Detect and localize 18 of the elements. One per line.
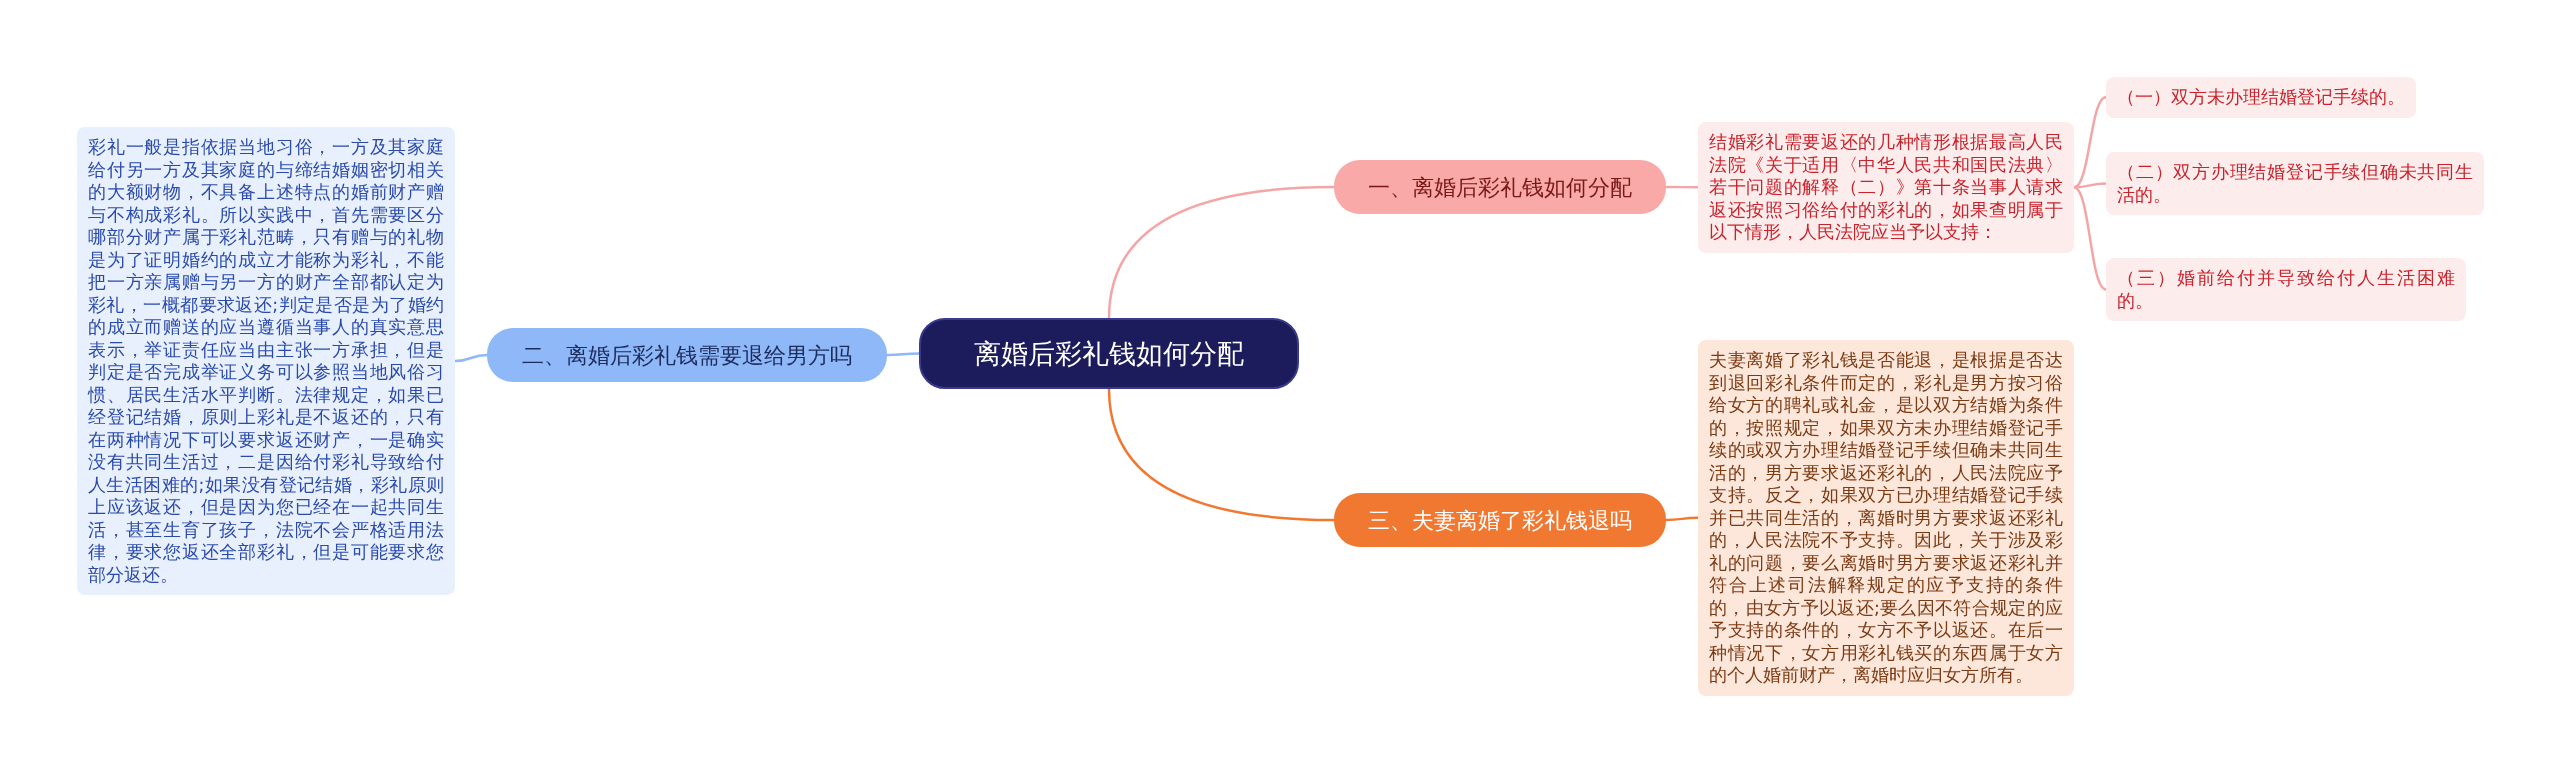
- branch-topic: 一、离婚后彩礼钱如何分配: [1334, 160, 1666, 214]
- connector-line: [1107, 388, 1335, 522]
- note-text: 彩礼一般是指依据当地习俗，一方及其家庭给付另一方及其家庭的与缔结婚姻密切相关的大额财物，不具备上述特点的婚前财产赠与不构成彩礼。所以实践中，首先需要区分哪部分财产属于彩礼范畴，只有赠与的礼物是为了证明婚约的成立才能称为彩礼，不能把一方亲属赠与另一方的财产全部都认定为彩礼，一概都要求返还;判定是否是为了婚约的成立而赠送的应当遵循当事人的真实意思表示，举证责任应当由主张一方承担，但是判定是否完成举证义务可以参照当地风俗习惯、居民生活水平判断。法律规定，如果已经登记结婚，原则上彩礼是不返还的，只有在两种情况下可以要求返还财产，一是确实没有共同生活过，二是因给付彩礼导致给付人生活困难的;如果没有登记结婚，彩礼原则上应该返还，但是因为您已经在一起共同生活，甚至生育了孩子，法院不会严格适用法律，要求您返还全部彩礼，但是可能要求您部分返还。: [77, 127, 455, 595]
- branch-topic: 二、离婚后彩礼钱需要退给男方吗: [487, 328, 887, 382]
- note-text: 结婚彩礼需要返还的几种情形根据最高人民法院《关于适用〈中华人民共和国民法典〉若干问题的解释（二）》第十条当事人请求返还按照习俗给付的彩礼的，如果查明属于以下情形，人民法院应当予以支持：: [1698, 122, 2074, 253]
- leaf-text: （三）婚前给付并导致给付人生活困难的。: [2106, 258, 2466, 321]
- connector-line: [1666, 185, 1698, 189]
- leaf-text: （二）双方办理结婚登记手续但确未共同生活的。: [2106, 152, 2484, 215]
- connector-line: [454, 353, 488, 363]
- central-topic: 离婚后彩礼钱如何分配: [919, 318, 1299, 389]
- connector-line: [1107, 185, 1335, 319]
- connector-line: [2073, 186, 2107, 291]
- connector-line: [1666, 516, 1698, 522]
- leaf-text: （一）双方未办理结婚登记手续的。: [2106, 77, 2416, 118]
- connector-line: [2073, 96, 2107, 189]
- note-text: 夫妻离婚了彩礼钱是否能退，是根据是否达到退回彩礼条件而定的，彩礼是男方按习俗给女方的聘礼或礼金，是以双方结婚为条件的，按照规定，如果双方未办理结婚登记手续的或双方办理结婚登记手续但确未共同生活的，男方要求返还彩礼的，人民法院应予支持。反之，如果双方已办理结婚登记手续并已共同生活的，离婚时男方要求返还彩礼的，人民法院不予支持。因此，关于涉及彩礼的问题，要么离婚时男方要求返还彩礼并符合上述司法解释规定的应予支持的条件的，由女方予以返还;要么因不符合规定的应予支持的条件的，女方不予以返还。在后一种情况下，女方用彩礼钱买的东西属于女方的个人婚前财产，离婚时应归女方所有。: [1698, 340, 2074, 696]
- branch-topic: 三、夫妻离婚了彩礼钱退吗: [1334, 493, 1666, 547]
- connector-line: [887, 352, 919, 357]
